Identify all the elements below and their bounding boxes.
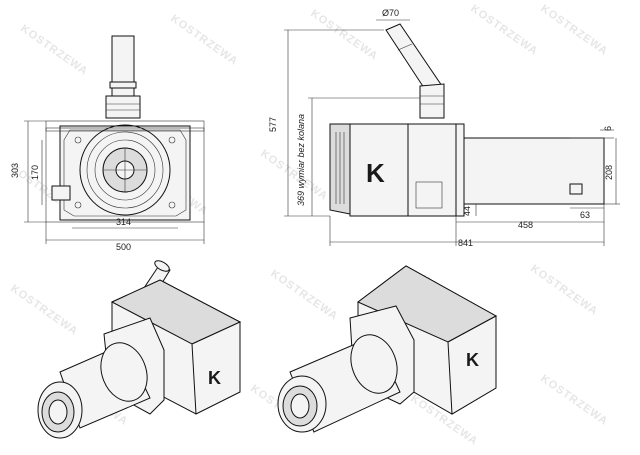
dim-170: 170 bbox=[30, 165, 40, 180]
watermark-text: KOSTRZEWA bbox=[268, 268, 340, 323]
iso-housing-front-2 bbox=[447, 315, 497, 415]
isometric-view-left: K bbox=[37, 260, 242, 439]
dim-63: 63 bbox=[580, 210, 590, 220]
burner-body-side bbox=[349, 123, 409, 217]
watermark-text: KOSTRZEWA bbox=[538, 373, 610, 428]
inspection-panel bbox=[415, 181, 443, 209]
pipe-ring bbox=[109, 81, 137, 89]
brand-logo: K bbox=[366, 158, 385, 188]
connector-plug bbox=[51, 185, 71, 201]
burner-outer-ring bbox=[79, 124, 171, 216]
watermark-text: KOSTRZEWA bbox=[528, 263, 600, 318]
dim-208: 208 bbox=[604, 165, 614, 180]
watermark-text: KOSTRZEWA bbox=[8, 283, 80, 338]
isometric-view-right: K bbox=[277, 265, 498, 433]
dim-458: 458 bbox=[518, 220, 533, 230]
watermark-text: KOSTRZEWA bbox=[258, 148, 330, 203]
dim-577: 577 bbox=[268, 117, 278, 132]
watermark-text: KOSTRZEWA bbox=[308, 8, 380, 63]
pipe-elbow-base bbox=[105, 95, 141, 119]
combustion-tube bbox=[463, 137, 605, 205]
dim-6: 6 bbox=[603, 126, 613, 131]
iso-brand-logo: K bbox=[208, 368, 221, 388]
side-flange bbox=[455, 123, 465, 217]
housing-outline bbox=[45, 127, 205, 223]
housing-top-rim bbox=[45, 120, 205, 132]
dim-369: 369 wymiar bez kolana bbox=[296, 114, 306, 206]
dim-303: 303 bbox=[10, 163, 20, 178]
pipe-elbow bbox=[419, 83, 445, 119]
dim-pipe-diameter: Ø70 bbox=[382, 8, 399, 18]
angled-exhaust-pipe bbox=[385, 23, 443, 95]
dim-500: 500 bbox=[116, 242, 131, 252]
dim-44: 44 bbox=[462, 206, 472, 216]
watermark-text: KOSTRZEWA bbox=[168, 13, 240, 68]
watermark-text: KOSTRZEWA bbox=[538, 3, 610, 58]
watermark-text: KOSTRZEWA bbox=[468, 3, 540, 58]
side-view: Ø70 K 577 369 wymiar bez kolana 6 208 bbox=[268, 8, 620, 248]
dim-314: 314 bbox=[116, 217, 131, 227]
iso-brand-logo-2: K bbox=[466, 350, 479, 370]
iso-housing-front bbox=[191, 321, 241, 415]
mount-flange bbox=[63, 129, 187, 217]
burner-body-rear bbox=[407, 123, 457, 217]
front-view: 303 170 314 500 bbox=[10, 35, 205, 252]
dim-841: 841 bbox=[458, 238, 473, 248]
watermark-text: KOSTRZEWA bbox=[18, 23, 90, 78]
tube-port bbox=[569, 183, 583, 195]
